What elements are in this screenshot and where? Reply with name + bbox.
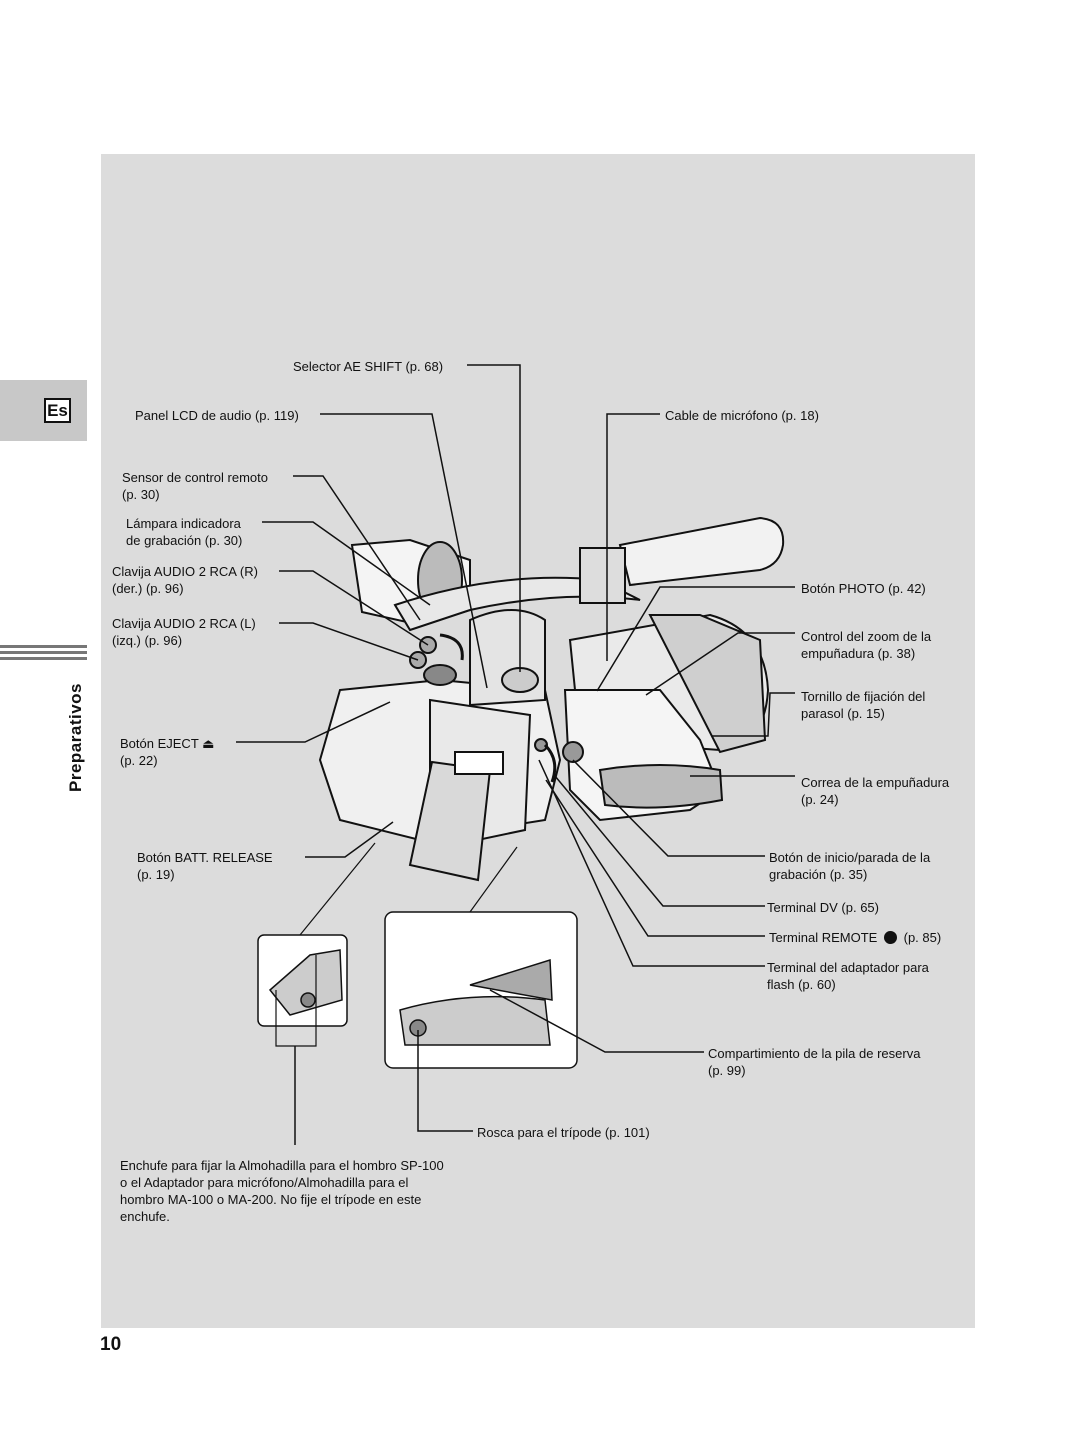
language-badge: Es xyxy=(44,398,71,423)
label-text: (p. 85) xyxy=(903,930,942,945)
label-line: Terminal del adaptador para xyxy=(767,960,929,975)
label-line: Correa de la empuñadura xyxy=(801,775,950,790)
label-line: Lámpara indicadora xyxy=(126,516,241,531)
label-line: hombro MA-100 o MA-200. No fije el trípo… xyxy=(120,1192,422,1207)
label-line: (izq.) (p. 96) xyxy=(112,633,183,648)
label-remote-sensor: Sensor de control remoto (p. 30) xyxy=(122,469,268,503)
label-line: de grabación (p. 30) xyxy=(126,533,243,548)
label-line: Tornillo de fijación del xyxy=(801,689,926,704)
label-hood-screw: Tornillo de fijación del parasol (p. 15) xyxy=(801,688,925,722)
label-line: (p. 19) xyxy=(137,867,175,882)
label-line: Clavija AUDIO 2 RCA (R) xyxy=(112,564,258,579)
page-number: 10 xyxy=(100,1334,122,1355)
label-tripod-socket: Rosca para el trípode (p. 101) xyxy=(477,1125,650,1140)
label-text: Terminal REMOTE xyxy=(769,930,878,945)
label-eject-button: Botón EJECT ⏏ (p. 22) xyxy=(120,735,214,769)
label-flash-terminal: Terminal del adaptador para flash (p. 60… xyxy=(767,959,929,993)
label-line: enchufe. xyxy=(120,1209,170,1224)
label-text: Botón EJECT xyxy=(120,736,199,751)
label-line: Enchufe para fijar la Almohadilla para e… xyxy=(120,1158,444,1173)
label-line: parasol (p. 15) xyxy=(801,706,885,721)
label-line: grabación (p. 35) xyxy=(769,867,868,882)
label-rec-button: Botón de inicio/parada de la grabación (… xyxy=(769,849,930,883)
remote-icon xyxy=(883,931,897,944)
label-line: (p. 22) xyxy=(120,753,158,768)
label-mic-cable: Cable de micrófono (p. 18) xyxy=(665,408,819,423)
label-line: Control del zoom de la xyxy=(801,629,932,644)
label-ae-shift: Selector AE SHIFT (p. 68) xyxy=(293,359,444,374)
label-dv-terminal: Terminal DV (p. 65) xyxy=(767,900,879,915)
label-line: Botón de inicio/parada de la xyxy=(769,850,931,865)
label-line: Compartimiento de la pila de reserva xyxy=(708,1046,921,1061)
section-divider xyxy=(0,645,87,663)
label-line: o el Adaptador para micrófono/Almohadill… xyxy=(120,1175,409,1190)
label-line: flash (p. 60) xyxy=(767,977,836,992)
label-line: (p. 30) xyxy=(122,487,160,502)
label-lcd-audio: Panel LCD de audio (p. 119) xyxy=(135,408,299,423)
label-rec-lamp: Lámpara indicadora de grabación (p. 30) xyxy=(126,515,242,549)
label-shoulder-socket: Enchufe para fijar la Almohadilla para e… xyxy=(120,1157,444,1225)
label-line: (p. 24) xyxy=(801,792,839,807)
eject-icon: ⏏ xyxy=(202,736,215,751)
label-photo-button: Botón PHOTO (p. 42) xyxy=(801,581,926,596)
label-line: empuñadura (p. 38) xyxy=(801,646,916,661)
label-line: Clavija AUDIO 2 RCA (L) xyxy=(112,616,256,631)
label-backup-battery: Compartimiento de la pila de reserva (p.… xyxy=(708,1045,920,1079)
label-audio-l: Clavija AUDIO 2 RCA (L) (izq.) (p. 96) xyxy=(112,615,256,649)
label-audio-r: Clavija AUDIO 2 RCA (R) (der.) (p. 96) xyxy=(112,563,258,597)
label-line: Sensor de control remoto xyxy=(122,470,268,485)
label-batt-release: Botón BATT. RELEASE (p. 19) xyxy=(137,849,273,883)
label-line: Botón EJECT ⏏ xyxy=(120,735,214,752)
label-line: Botón BATT. RELEASE xyxy=(137,850,273,865)
label-line: (der.) (p. 96) xyxy=(112,581,184,596)
label-remote-terminal: Terminal REMOTE (p. 85) xyxy=(769,929,941,946)
language-tab xyxy=(0,380,87,441)
label-line: (p. 99) xyxy=(708,1063,746,1078)
label-grip-zoom: Control del zoom de la empuñadura (p. 38… xyxy=(801,628,931,662)
label-grip-strap: Correa de la empuñadura (p. 24) xyxy=(801,774,949,808)
